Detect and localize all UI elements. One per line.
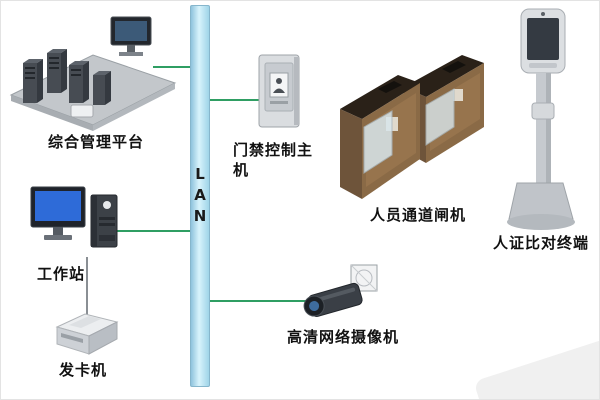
lan-backbone-bar: LAN bbox=[190, 5, 210, 387]
label-management-platform: 综合管理平台 bbox=[47, 133, 144, 151]
card-issuer-icon bbox=[55, 313, 119, 355]
lan-label: LAN bbox=[191, 164, 209, 228]
turnstile-gate-icon bbox=[340, 55, 484, 199]
node-access-control-host bbox=[253, 49, 309, 141]
label-card-issuer: 发卡机 bbox=[58, 361, 107, 379]
label-workstation: 工作站 bbox=[36, 265, 85, 283]
label-access-control-host: 门禁控制主机 bbox=[233, 141, 314, 179]
node-workstation bbox=[29, 183, 129, 265]
workstation-icon bbox=[30, 186, 118, 248]
label-network-camera: 高清网络摄像机 bbox=[286, 328, 399, 346]
label-turnstile-gate: 人员通道闸机 bbox=[369, 206, 466, 224]
label-verification-kiosk: 人证比对终端 bbox=[492, 234, 589, 252]
ip-camera-icon bbox=[303, 264, 378, 318]
id-verification-kiosk-icon bbox=[507, 8, 575, 230]
server-platform-icon bbox=[9, 16, 177, 131]
node-verification-kiosk bbox=[499, 5, 583, 241]
node-card-issuer bbox=[49, 311, 123, 363]
access-controller-icon bbox=[258, 54, 300, 128]
node-management-platform bbox=[7, 7, 179, 137]
node-turnstile-gate bbox=[334, 31, 486, 207]
node-network-camera bbox=[299, 261, 383, 327]
